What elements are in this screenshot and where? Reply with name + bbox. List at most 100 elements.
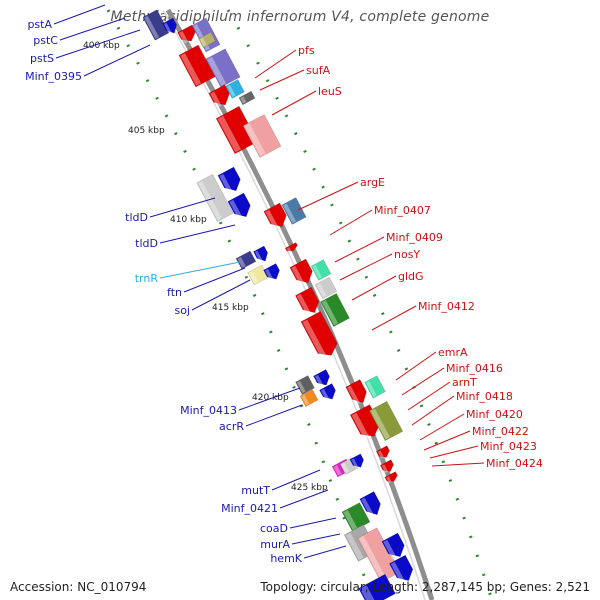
left-gene-label[interactable]: acrR <box>219 420 244 433</box>
right-gene-label[interactable]: gldG <box>398 270 424 283</box>
gene-block[interactable] <box>368 400 404 442</box>
gene-block[interactable] <box>142 9 170 41</box>
right-leader-line <box>329 209 373 236</box>
right-gene-label[interactable]: pfs <box>298 44 315 57</box>
left-gene-label[interactable]: tldD <box>125 211 148 224</box>
left-gene-label[interactable]: pstC <box>33 34 58 47</box>
right-leader-line <box>297 181 359 211</box>
left-gene-label[interactable]: soj <box>174 304 190 317</box>
genome-backbone <box>165 8 435 600</box>
gene-block[interactable] <box>358 573 396 600</box>
right-gene-label[interactable]: Minf_0409 <box>386 231 443 244</box>
gene-block[interactable] <box>310 259 332 281</box>
gene-block[interactable] <box>380 459 395 474</box>
right-gene-label[interactable]: Minf_0407 <box>374 204 431 217</box>
left-label-leaders <box>53 4 347 559</box>
gene-block[interactable] <box>381 532 408 561</box>
right-leader-line <box>271 90 317 116</box>
left-gene-label[interactable]: ftn <box>167 286 182 299</box>
left-gene-label[interactable]: pstS <box>30 52 54 65</box>
gene-block[interactable] <box>178 44 216 88</box>
right-gene-label[interactable]: nosY <box>394 248 420 261</box>
gene-block[interactable] <box>284 242 298 254</box>
right-gene-label[interactable]: Minf_0416 <box>446 362 503 375</box>
right-gene-label[interactable]: Minf_0424 <box>486 457 543 470</box>
scale-label: 420 kbp <box>252 393 289 403</box>
gene-block[interactable] <box>281 197 307 225</box>
right-gene-label[interactable]: Minf_0418 <box>456 390 513 403</box>
right-leader-line <box>254 49 297 79</box>
right-gene-label[interactable]: leuS <box>318 85 342 98</box>
right-gene-label[interactable]: Minf_0422 <box>472 425 529 438</box>
right-leader-line <box>411 395 455 426</box>
scale-label: 415 kbp <box>212 303 249 313</box>
gene-block[interactable] <box>300 311 341 360</box>
left-gene-label[interactable]: trnR <box>135 272 159 285</box>
gene-block[interactable] <box>263 202 290 231</box>
scale-label: 400 kbp <box>83 41 120 51</box>
gene-block[interactable] <box>247 264 269 286</box>
gene-block[interactable] <box>320 293 350 327</box>
gene-block[interactable] <box>364 375 386 399</box>
gene-block[interactable] <box>225 79 245 99</box>
gene-block[interactable] <box>227 192 254 221</box>
gene-block[interactable] <box>313 369 333 389</box>
right-leader-line <box>429 445 479 459</box>
left-leader-line <box>59 17 126 41</box>
left-gene-label[interactable]: Minf_0421 <box>221 502 278 515</box>
left-gene-label[interactable]: pstA <box>27 18 52 31</box>
right-leader-line <box>351 275 397 301</box>
left-gene-label[interactable]: mutT <box>241 484 270 497</box>
right-gene-label[interactable]: Minf_0423 <box>480 440 537 453</box>
gene-block[interactable] <box>289 258 316 287</box>
gene-block[interactable] <box>389 554 416 585</box>
left-gene-label[interactable]: Minf_0395 <box>25 70 82 83</box>
right-leader-line <box>334 236 385 263</box>
left-gene-label[interactable]: murA <box>260 538 290 551</box>
gene-block[interactable] <box>384 471 399 485</box>
gene-block[interactable] <box>263 263 283 283</box>
left-leader-line <box>279 489 329 509</box>
left-leader-line <box>289 517 337 529</box>
right-gene-label[interactable]: argE <box>360 176 385 189</box>
right-gene-label[interactable]: Minf_0420 <box>466 408 523 421</box>
right-gene-label[interactable]: sufA <box>306 64 331 77</box>
gene-block[interactable] <box>208 84 233 109</box>
left-leader-line <box>149 197 216 218</box>
gene-block[interactable] <box>235 250 257 270</box>
gene-block[interactable] <box>242 114 282 158</box>
left-gene-label[interactable]: tldD <box>135 237 158 250</box>
gene-block[interactable] <box>215 105 259 155</box>
left-leader-line <box>183 267 246 293</box>
left-gene-labels[interactable]: pstA pstC pstS Minf_0395 tldD tldD trnR ftn sojM… <box>25 18 303 565</box>
gene-block[interactable] <box>162 17 179 36</box>
gene-block[interactable] <box>359 491 384 519</box>
scale-label: 425 kbp <box>291 483 328 493</box>
gene-block[interactable] <box>177 24 199 45</box>
right-gene-label[interactable]: emrA <box>438 346 468 359</box>
gene-block[interactable] <box>319 383 339 403</box>
scale-label: 410 kbp <box>170 215 207 225</box>
left-gene-label[interactable]: Minf_0413 <box>180 404 237 417</box>
gene-block[interactable] <box>376 445 391 460</box>
left-gene-label[interactable]: hemK <box>270 552 302 565</box>
left-gene-label[interactable]: coaD <box>260 522 288 535</box>
gene-block[interactable] <box>198 31 216 49</box>
gene-block[interactable] <box>345 379 370 407</box>
gene-block[interactable] <box>349 453 366 470</box>
left-leader-line <box>159 224 236 244</box>
gene-block[interactable] <box>299 389 319 407</box>
gene-block[interactable] <box>205 48 241 88</box>
gene-block[interactable] <box>314 276 338 300</box>
right-leader-line <box>401 367 445 396</box>
gene-block[interactable] <box>217 166 244 195</box>
gene-block[interactable] <box>295 286 322 317</box>
gene-block[interactable] <box>238 90 256 106</box>
gene-block[interactable] <box>253 245 270 264</box>
gene-features <box>142 9 416 600</box>
right-gene-label[interactable]: Minf_0412 <box>418 300 475 313</box>
right-gene-label[interactable]: arnT <box>452 376 477 389</box>
